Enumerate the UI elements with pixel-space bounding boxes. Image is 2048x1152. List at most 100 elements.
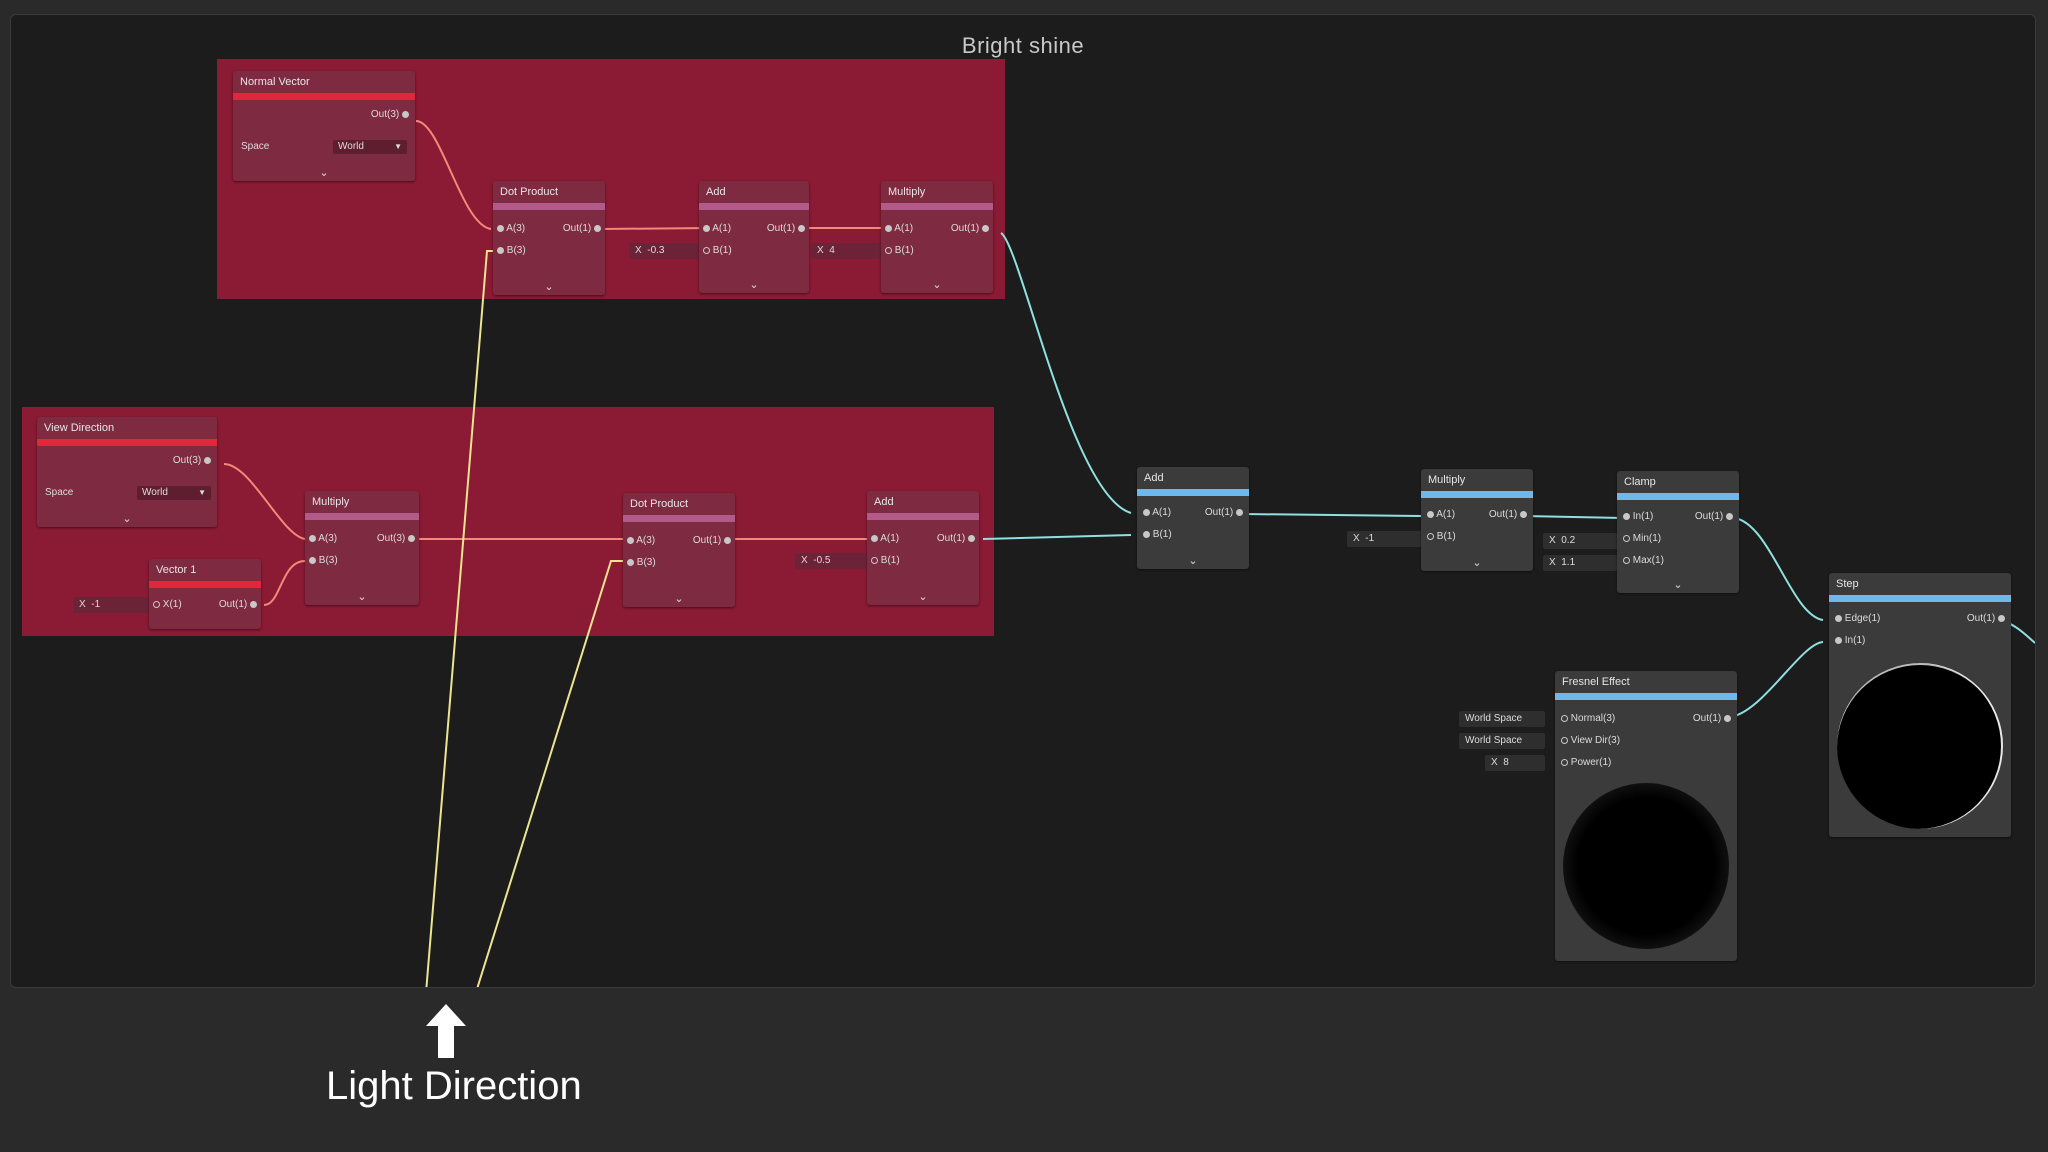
out-port[interactable]: Out(3) — [173, 455, 211, 466]
multiply-node[interactable]: Multiply A(3) B(3) Out(3) ⌄ — [305, 491, 419, 605]
port-dot-icon — [798, 224, 805, 232]
step-node[interactable]: Step Edge(1) In(1) Out(1) — [1829, 573, 2011, 837]
port-label: Min(1) — [1632, 533, 1662, 544]
node-title: Multiply — [888, 186, 926, 198]
out-port[interactable]: Out(1) — [1489, 509, 1527, 520]
add-b-input[interactable]: X -0.3 — [629, 243, 705, 259]
normal-vector-node[interactable]: Normal Vector Out(3) Space World▼ ⌄ — [233, 71, 415, 181]
node-title: Multiply — [312, 496, 350, 508]
node-header-bar — [1617, 493, 1739, 500]
in-port-viewdir[interactable]: View Dir(3) — [1561, 735, 1620, 746]
add-node[interactable]: Add A(1) B(1) Out(1) ⌄ — [1137, 467, 1249, 569]
in-port-a[interactable]: A(1) — [885, 223, 913, 234]
in-port-a[interactable]: A(3) — [497, 223, 525, 234]
port-dot-icon — [497, 246, 504, 254]
in-port-b[interactable]: B(1) — [871, 555, 900, 566]
port-label: Out(1) — [1204, 507, 1234, 518]
in-port-x[interactable]: X(1) — [153, 599, 182, 610]
out-port[interactable]: Out(3) — [377, 533, 415, 544]
x-value: -0.3 — [647, 245, 665, 256]
out-port[interactable]: Out(1) — [1205, 507, 1243, 518]
in-port-a[interactable]: A(3) — [627, 535, 655, 546]
in-port-a[interactable]: A(1) — [871, 533, 899, 544]
out-port[interactable]: Out(1) — [937, 533, 975, 544]
x-value: -1 — [91, 599, 101, 610]
add-node[interactable]: Add A(1) B(1) Out(1) ⌄ — [867, 491, 979, 605]
port-label: Out(1) — [766, 223, 796, 234]
out-port[interactable]: Out(1) — [1695, 511, 1733, 522]
node-title: View Direction — [44, 422, 115, 434]
fresnel-effect-node[interactable]: Fresnel Effect Normal(3) View Dir(3) Pow… — [1555, 671, 1737, 961]
chevron-down-icon: ▼ — [394, 142, 402, 151]
clamp-node[interactable]: Clamp In(1) Min(1) Max(1) Out(1) ⌄ — [1617, 471, 1739, 593]
out-port[interactable]: Out(1) — [1967, 613, 2005, 624]
in-port-b[interactable]: B(1) — [1427, 531, 1456, 542]
add-b-input[interactable]: X -0.5 — [795, 553, 871, 569]
collapse-chevron-icon[interactable]: ⌄ — [749, 279, 759, 291]
collapse-chevron-icon[interactable]: ⌄ — [544, 281, 554, 293]
collapse-chevron-icon[interactable]: ⌄ — [674, 593, 684, 605]
in-port-b[interactable]: B(1) — [1143, 529, 1172, 540]
in-port-a[interactable]: A(3) — [309, 533, 337, 544]
node-header-bar — [305, 513, 419, 520]
collapse-chevron-icon[interactable]: ⌄ — [918, 591, 928, 603]
fresnel-power-input[interactable]: X 8 — [1485, 755, 1545, 771]
out-port[interactable]: Out(1) — [563, 223, 601, 234]
in-port-normal[interactable]: Normal(3) — [1561, 713, 1615, 724]
clamp-min-input[interactable]: X 0.2 — [1543, 533, 1625, 549]
in-port-b[interactable]: B(3) — [309, 555, 338, 566]
in-port-b[interactable]: B(3) — [497, 245, 526, 256]
out-port[interactable]: Out(1) — [693, 535, 731, 546]
multiply-node[interactable]: Multiply A(1) B(1) Out(1) ⌄ — [1421, 469, 1533, 571]
fresnel-viewdir-input[interactable]: World Space — [1459, 733, 1545, 749]
collapse-chevron-icon[interactable]: ⌄ — [319, 167, 329, 179]
port-label: X(1) — [162, 599, 182, 610]
in-port-b[interactable]: B(1) — [885, 245, 914, 256]
vector1-node[interactable]: Vector 1 X(1) Out(1) — [149, 559, 261, 629]
collapse-chevron-icon[interactable]: ⌄ — [1472, 557, 1482, 569]
wire-mult1-to-add3 — [1000, 232, 1132, 514]
in-port-b[interactable]: B(1) — [703, 245, 732, 256]
node-header-bar — [867, 513, 979, 520]
collapse-chevron-icon[interactable]: ⌄ — [1188, 555, 1198, 567]
in-port-in[interactable]: In(1) — [1835, 635, 1865, 646]
port-label: Edge(1) — [1844, 613, 1881, 624]
in-port-power[interactable]: Power(1) — [1561, 757, 1611, 768]
collapse-chevron-icon[interactable]: ⌄ — [122, 513, 132, 525]
vector1-x-input[interactable]: X -1 — [73, 597, 151, 613]
in-port-a[interactable]: A(1) — [703, 223, 731, 234]
x-value: 4 — [829, 245, 835, 256]
multiply-node[interactable]: Multiply A(1) B(1) Out(1) ⌄ — [881, 181, 993, 293]
collapse-chevron-icon[interactable]: ⌄ — [357, 591, 367, 603]
dot-product-node[interactable]: Dot Product A(3) B(3) Out(1) ⌄ — [623, 493, 735, 607]
out-port[interactable]: Out(1) — [219, 599, 257, 610]
group-title[interactable]: Bright shine — [961, 33, 1085, 58]
space-dropdown[interactable]: World▼ — [137, 486, 211, 500]
collapse-chevron-icon[interactable]: ⌄ — [932, 279, 942, 291]
out-port[interactable]: Out(3) — [371, 109, 409, 120]
add-node[interactable]: Add A(1) B(1) Out(1) ⌄ — [699, 181, 809, 293]
in-port-edge[interactable]: Edge(1) — [1835, 613, 1880, 624]
node-title: Step — [1836, 578, 1859, 590]
multiply-b-input[interactable]: X -1 — [1347, 531, 1427, 547]
clamp-max-input[interactable]: X 1.1 — [1543, 555, 1625, 571]
out-port[interactable]: Out(1) — [951, 223, 989, 234]
collapse-chevron-icon[interactable]: ⌄ — [1673, 579, 1683, 591]
in-port-b[interactable]: B(3) — [627, 557, 656, 568]
fresnel-normal-input[interactable]: World Space — [1459, 711, 1545, 727]
view-direction-node[interactable]: View Direction Out(3) Space World▼ ⌄ — [37, 417, 217, 527]
in-port-min[interactable]: Min(1) — [1623, 533, 1661, 544]
in-port-max[interactable]: Max(1) — [1623, 555, 1664, 566]
port-label: Out(1) — [218, 599, 248, 610]
in-port-in[interactable]: In(1) — [1623, 511, 1653, 522]
in-port-a[interactable]: A(1) — [1427, 509, 1455, 520]
out-port[interactable]: Out(1) — [767, 223, 805, 234]
out-port[interactable]: Out(1) — [1693, 713, 1731, 724]
port-label: A(1) — [1152, 507, 1172, 518]
dot-product-node[interactable]: Dot Product A(3) B(3) Out(1) ⌄ — [493, 181, 605, 295]
space-dropdown[interactable]: World▼ — [333, 140, 407, 154]
multiply-b-input[interactable]: X 4 — [811, 243, 883, 259]
in-port-a[interactable]: A(1) — [1143, 507, 1171, 518]
port-label: A(1) — [880, 533, 900, 544]
shader-graph-canvas[interactable]: Bright shine Normal Vector Out(3) Space … — [10, 14, 2036, 988]
